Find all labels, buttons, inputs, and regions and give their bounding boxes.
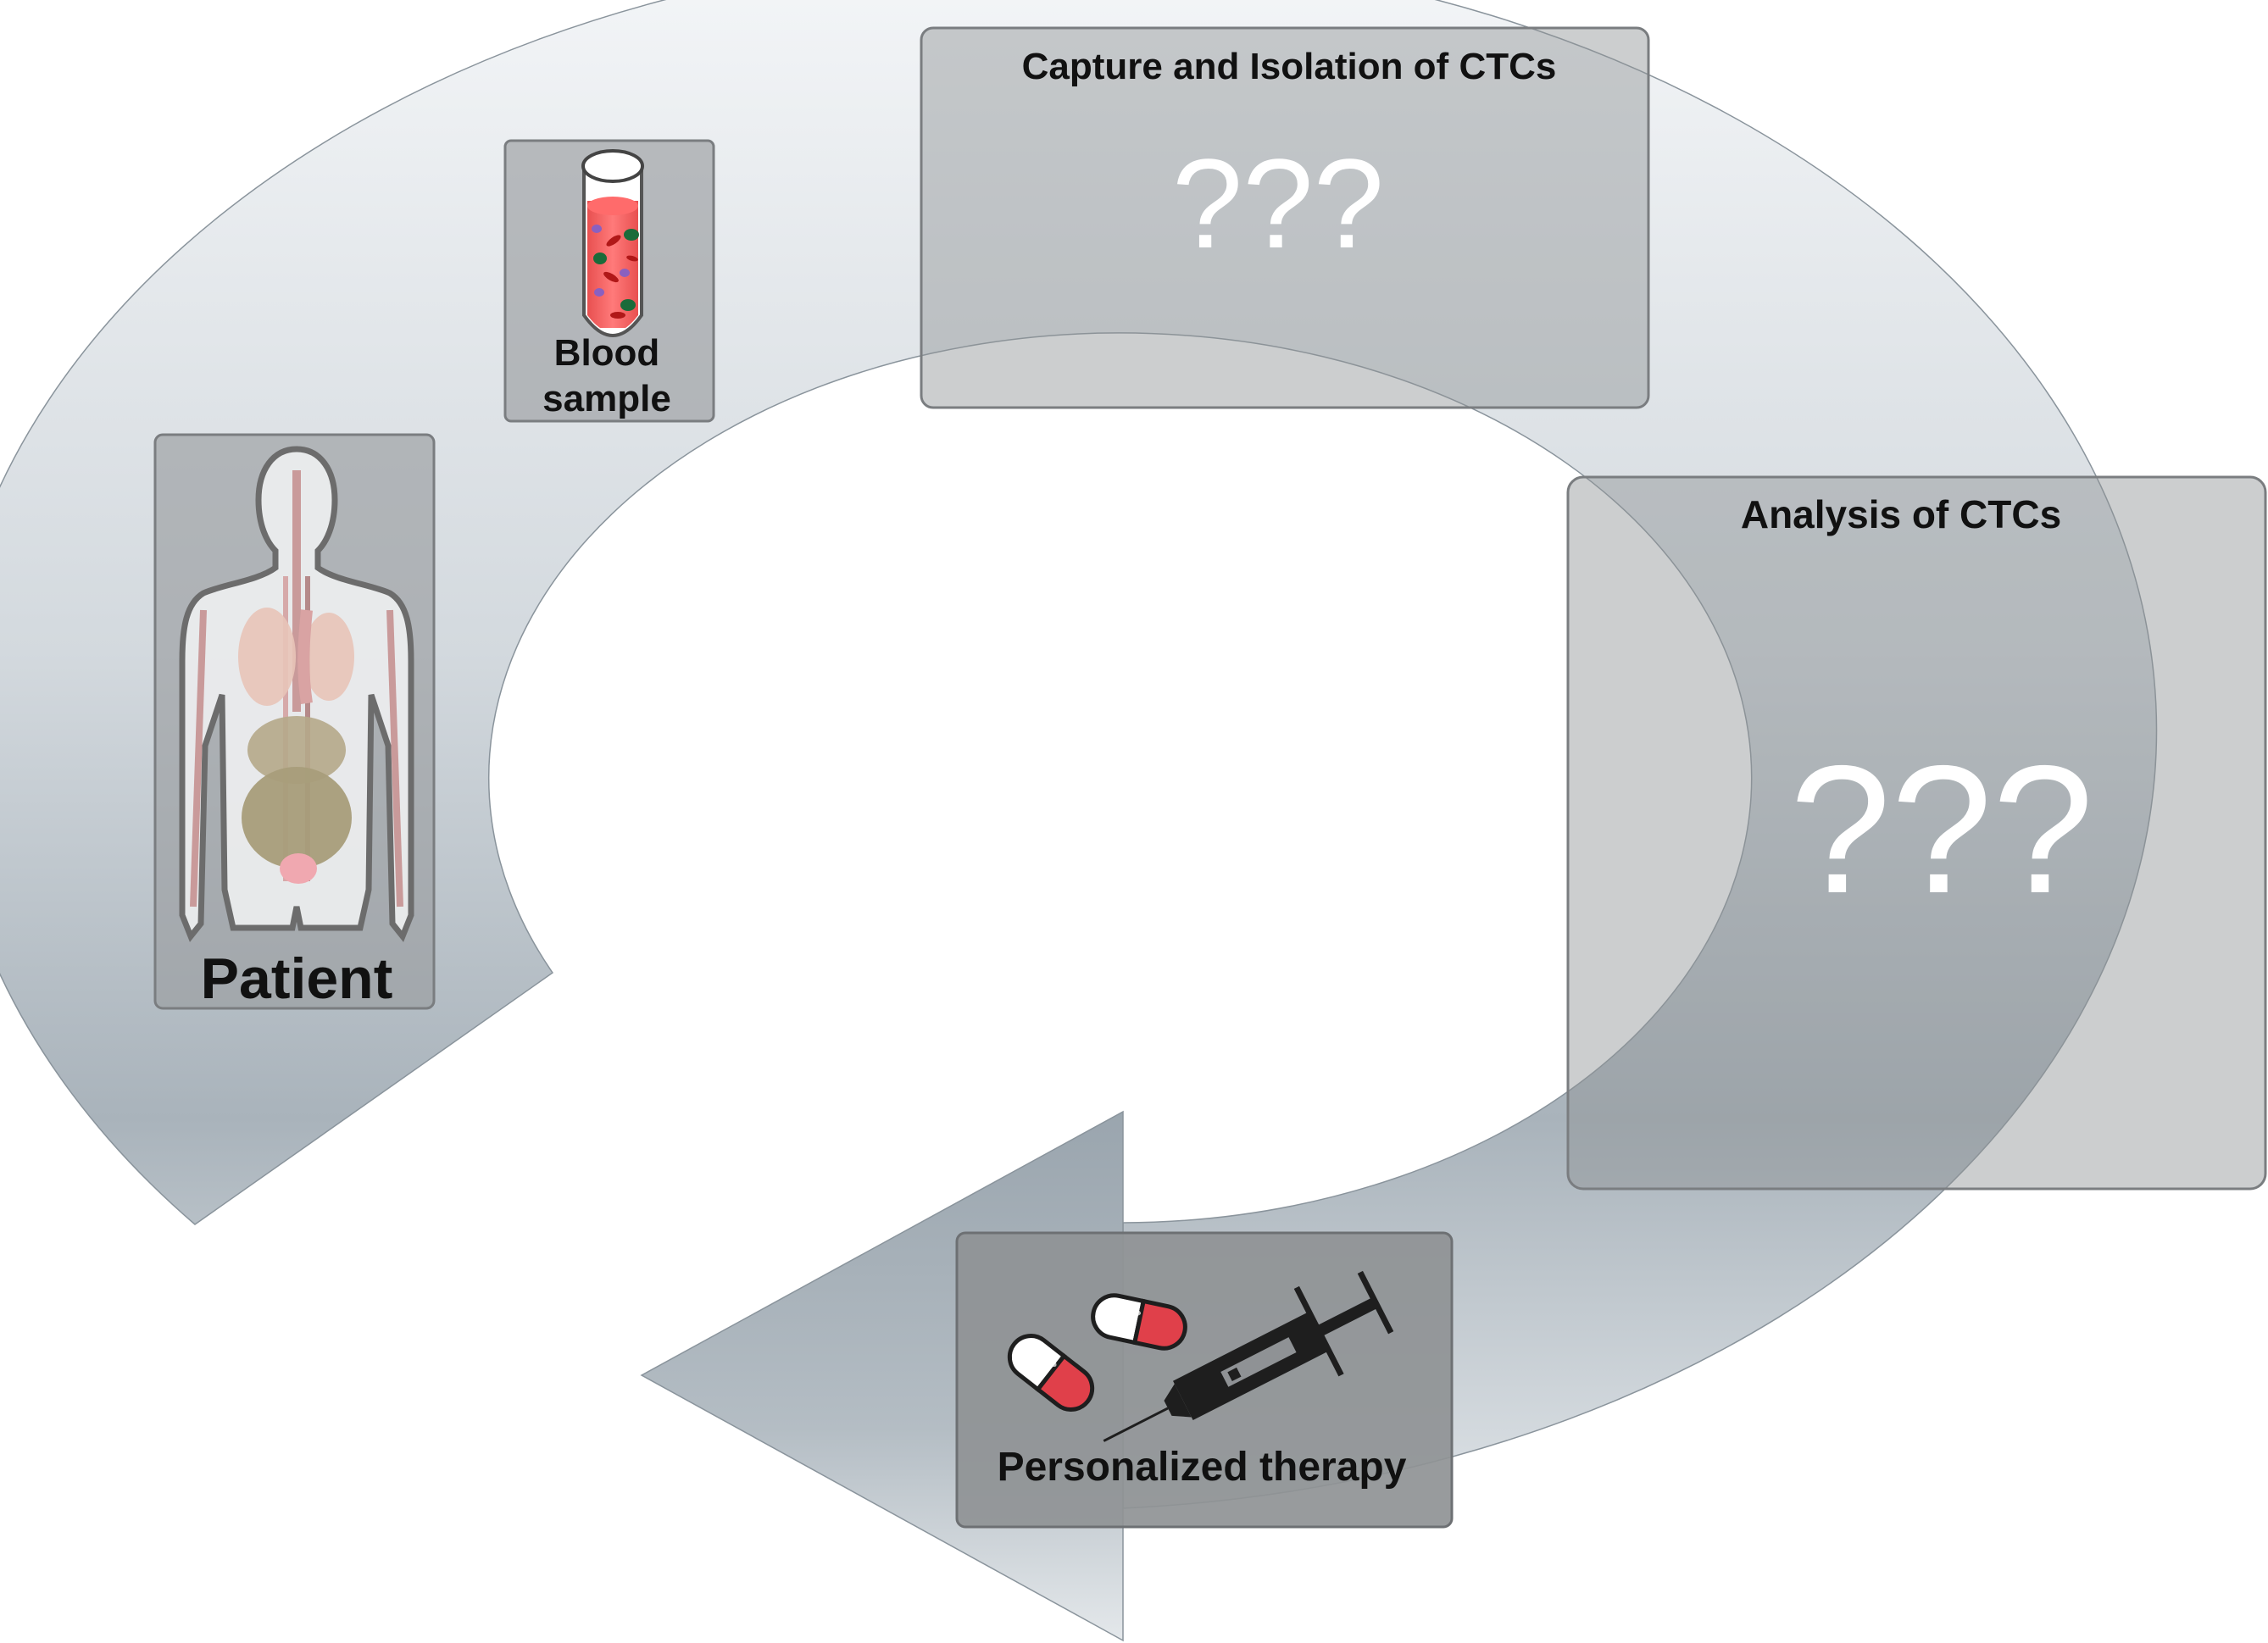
capture-placeholder: ??? <box>1172 132 1384 275</box>
capture-isolation-title: Capture and Isolation of CTCs <box>1022 46 1557 87</box>
patient-box: Patient <box>153 433 436 1011</box>
human-body-icon <box>179 446 414 942</box>
pill-icon <box>1007 1334 1095 1412</box>
blood-sample-label-line1: Blood <box>554 332 660 374</box>
analysis-title: Analysis of CTCs <box>1741 492 2061 536</box>
blood-sample-label-line2: sample <box>542 378 671 419</box>
syringe-icon <box>1103 1270 1394 1442</box>
patient-label: Patient <box>201 946 393 1011</box>
capture-isolation-box: Capture and Isolation of CTCs ??? <box>920 26 1650 409</box>
personalized-therapy-box: Personalized therapy <box>955 1231 1454 1529</box>
analysis-box: Analysis of CTCs ??? <box>1566 475 2267 1191</box>
personalized-therapy-label: Personalized therapy <box>998 1445 1407 1490</box>
blood-sample-box: Blood sample <box>503 139 715 423</box>
analysis-placeholder: ??? <box>1790 727 2094 931</box>
pill-icon <box>1091 1293 1187 1351</box>
test-tube-icon <box>581 149 644 337</box>
